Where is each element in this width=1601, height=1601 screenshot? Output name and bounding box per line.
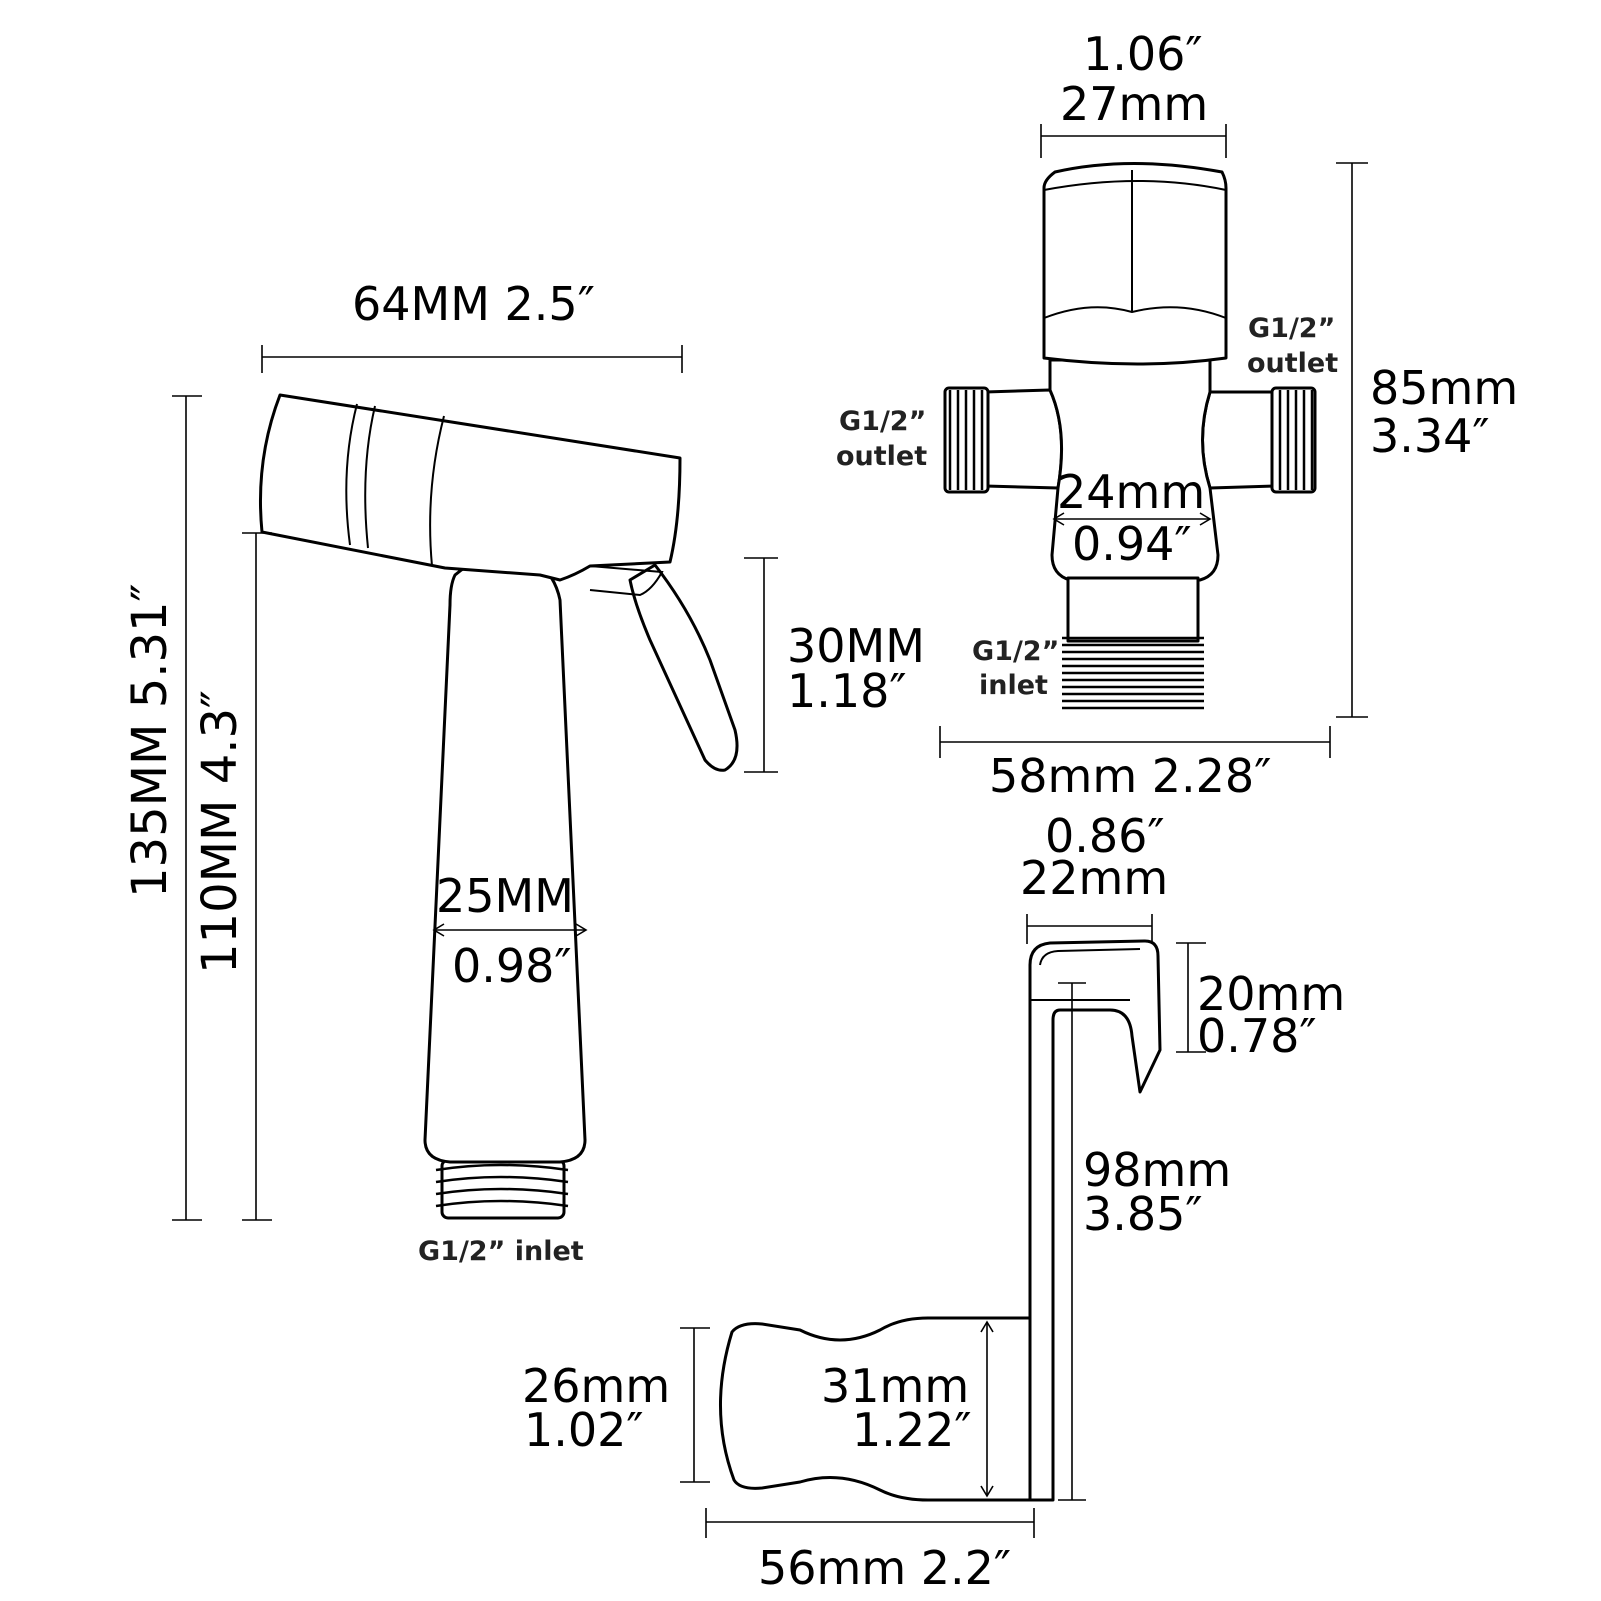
sprayer-width-label: 64MM 2.5″ xyxy=(352,277,595,331)
valve-inlet-size: G1/2” xyxy=(972,636,1059,667)
valve-width-label: 58mm 2.28″ xyxy=(989,749,1271,803)
valve-inlet-word: inlet xyxy=(979,670,1048,701)
holder-height-mm-label: 98mm xyxy=(1083,1143,1231,1197)
holder-height-in-label: 3.85″ xyxy=(1083,1187,1203,1241)
holder-top-dimension: 0.86″ 22mm xyxy=(1020,809,1168,944)
sprayer-grip-in-label: 0.98″ xyxy=(452,939,572,993)
holder-mid-in-label: 1.22″ xyxy=(852,1403,972,1457)
holder-top-in-label: 0.86″ xyxy=(1045,809,1165,863)
holder-left-dimension: 26mm 1.02″ xyxy=(522,1327,710,1483)
sprayer-total-height-dimension: 135MM 5.31″ xyxy=(122,395,202,1221)
valve-left-outlet-size: G1/2” xyxy=(839,406,926,437)
sprayer-total-height-label: 135MM 5.31″ xyxy=(122,583,178,898)
valve-height-in-label: 3.34″ xyxy=(1370,409,1490,463)
holder-base-width-dimension: 56mm 2.2″ xyxy=(705,1508,1035,1595)
valve-body-in-label: 0.94″ xyxy=(1072,517,1192,571)
valve-inlet-thread xyxy=(1066,576,1200,643)
holder-left-mm-label: 26mm xyxy=(522,1359,670,1413)
sprayer-handle-height-dimension: 110MM 4.3″ xyxy=(192,532,272,1221)
holder-hook-strip xyxy=(1028,939,1162,1502)
valve-right-outlet-size: G1/2” xyxy=(1248,313,1335,344)
sprayer-head xyxy=(259,393,682,582)
sprayer-width-dimension: 64MM 2.5″ xyxy=(261,277,683,373)
valve-right-outlet-word: outlet xyxy=(1247,348,1338,379)
holder-mid-mm-label: 31mm xyxy=(821,1359,969,1413)
valve-top-in-label: 1.06″ xyxy=(1083,27,1203,81)
valve-body-dimension: 24mm 0.94″ xyxy=(1052,465,1212,571)
valve-top-mm-label: 27mm xyxy=(1060,77,1208,131)
holder-base-width-label: 56mm 2.2″ xyxy=(758,1541,1011,1595)
holder-mid-dimension: 31mm 1.22″ xyxy=(821,1320,994,1498)
valve-left-outlet-word: outlet xyxy=(836,441,927,472)
valve-body-mm-label: 24mm xyxy=(1057,465,1205,519)
sprayer-lever xyxy=(628,563,739,772)
holder-cradle xyxy=(718,1316,1032,1502)
sprayer-lever-in-label: 1.18″ xyxy=(787,664,907,718)
t-valve xyxy=(943,162,1317,710)
sprayer-lever-dimension: 30MM 1.18″ xyxy=(744,557,925,773)
holder-height-dimension: 98mm 3.85″ xyxy=(1058,982,1231,1501)
valve-height-dimension: 85mm 3.34″ xyxy=(1336,162,1518,718)
sprayer-lever-mm-label: 30MM xyxy=(787,619,925,673)
sprayer-grip-mm-label: 25MM xyxy=(436,869,574,923)
valve-top-dimension: 1.06″ 27mm xyxy=(1040,27,1227,158)
valve-height-mm-label: 85mm xyxy=(1370,361,1518,415)
holder-left-in-label: 1.02″ xyxy=(524,1403,644,1457)
sprayer-handle xyxy=(423,553,587,1164)
valve-hex-nut xyxy=(1042,162,1228,366)
holder-hook-dimension: 20mm 0.78″ xyxy=(1176,942,1345,1063)
bidet-sprayer xyxy=(259,393,739,1220)
holder-hook-mm-label: 20mm xyxy=(1197,967,1345,1021)
sprayer-holder xyxy=(718,939,1162,1502)
sprayer-handle-height-label: 110MM 4.3″ xyxy=(192,690,248,974)
valve-width-dimension: 58mm 2.28″ xyxy=(939,726,1331,803)
holder-top-mm-label: 22mm xyxy=(1020,851,1168,905)
sprayer-grip-dimension: 25MM 0.98″ xyxy=(432,869,588,993)
valve-right-outlet xyxy=(1201,390,1277,490)
sprayer-inlet-thread xyxy=(435,1158,569,1220)
holder-hook-in-label: 0.78″ xyxy=(1197,1009,1317,1063)
valve-left-outlet xyxy=(983,388,1064,490)
sprayer-inlet-label: G1/2” inlet xyxy=(418,1236,584,1267)
